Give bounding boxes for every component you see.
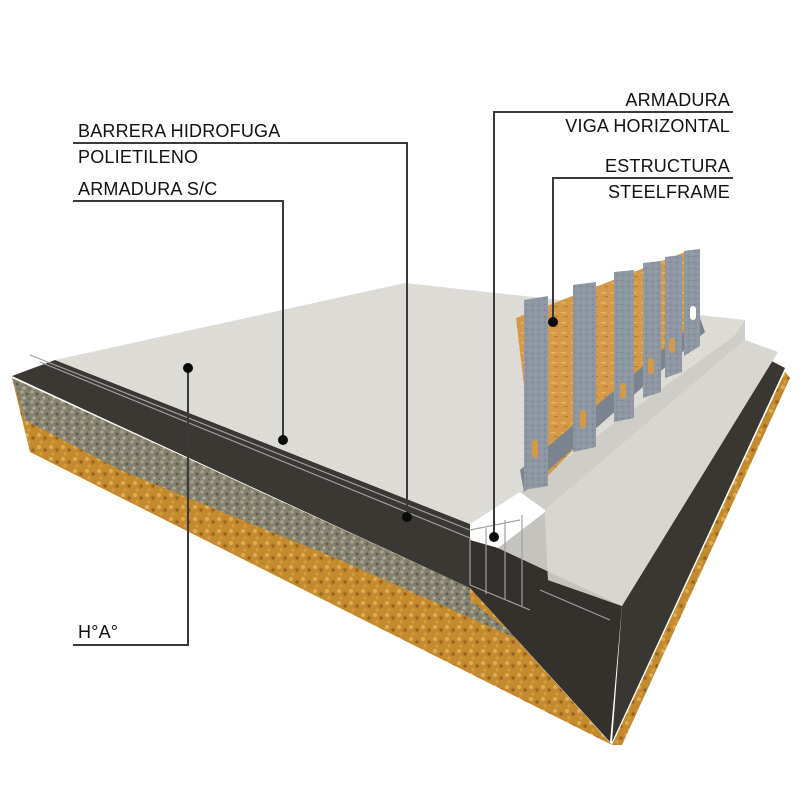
steel-stud-4 [643,261,661,398]
steel-stud-1 [524,296,548,490]
label-barrera-line2: POLIETILENO [78,147,199,167]
label-barrera-line1: BARRERA HIDROFUGA [78,121,281,141]
steel-stud-3 [614,270,634,422]
dot-barrera [402,512,412,522]
leader-lines [73,111,733,646]
leader-barrera [73,142,408,517]
leader-hormigon [73,368,189,646]
dot-hormigon [183,363,193,373]
barrier-band-left [12,360,470,588]
dot-armadura-sc [278,435,288,445]
label-estructura-line2: STEELFRAME [607,182,730,202]
leader-armadura-viga [493,111,733,537]
steel-stud-2 [573,282,596,452]
gravel-left-face [12,378,520,640]
leader-dots [183,317,558,542]
footing-step-face [498,512,622,606]
leader-estructura [552,177,733,322]
steelframe-wall [516,249,705,492]
label-estructura-line1: ESTRUCTURA [604,156,730,176]
dot-armadura-viga [489,532,499,542]
label-armadura-viga-line2: VIGA HORIZONTAL [565,116,730,136]
steel-stud-6 [684,249,700,356]
label-armadura-viga-line1: ARMADURA [625,90,730,110]
label-hormigon: H°A° [78,622,119,642]
footing-step-lower [545,340,778,606]
barrier-band-right [612,355,785,742]
label-armadura-sc: ARMADURA S/C [78,179,218,199]
leader-armadura-sc [73,200,284,440]
steel-stud-5 [665,255,682,378]
soil-right-face [612,372,790,745]
dot-estructura [548,317,558,327]
rebar-mesh [29,354,611,621]
